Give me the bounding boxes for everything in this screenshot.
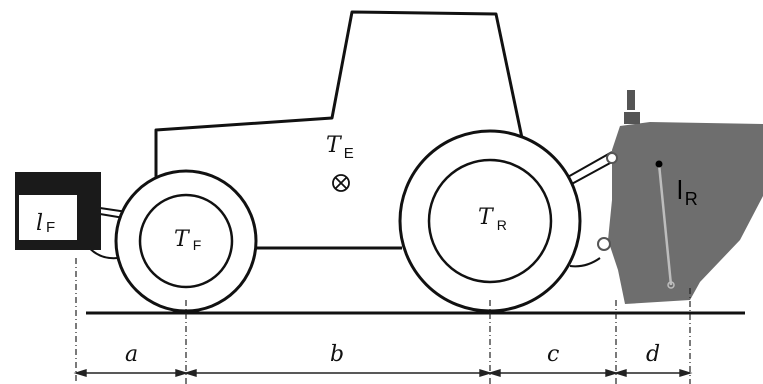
dimension-extension-lines	[75, 258, 691, 384]
tractor-body-outline	[154, 10, 524, 178]
dimension-d-label: d	[646, 342, 660, 367]
front-ballast-weight	[15, 172, 101, 250]
rear-implement	[597, 90, 763, 304]
tractor-cg-marker	[332, 174, 350, 192]
dimension-b-label: b	[330, 342, 344, 367]
dimension-line	[73, 369, 693, 377]
rear-hitch	[565, 151, 613, 268]
dimension-a-label: a	[125, 342, 138, 367]
rear-wheel	[398, 129, 582, 313]
front-wheel	[114, 169, 258, 313]
dimension-c-label: c	[547, 342, 559, 367]
